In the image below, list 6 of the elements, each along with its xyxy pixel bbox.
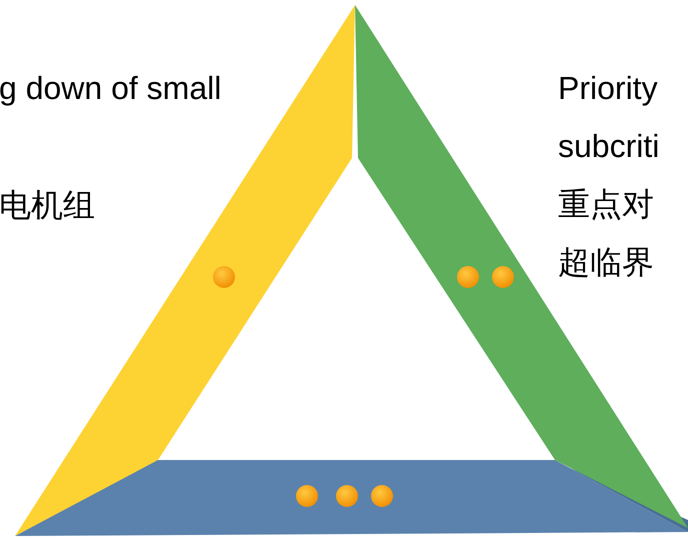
- label-text: 电机组: [0, 186, 96, 225]
- label-text: Priority: [558, 69, 659, 108]
- label-text: subcriti: [558, 127, 660, 166]
- label-text: g down of small: [0, 69, 222, 108]
- label-text: 重点对: [558, 185, 655, 224]
- label-text: 超临界: [558, 243, 655, 282]
